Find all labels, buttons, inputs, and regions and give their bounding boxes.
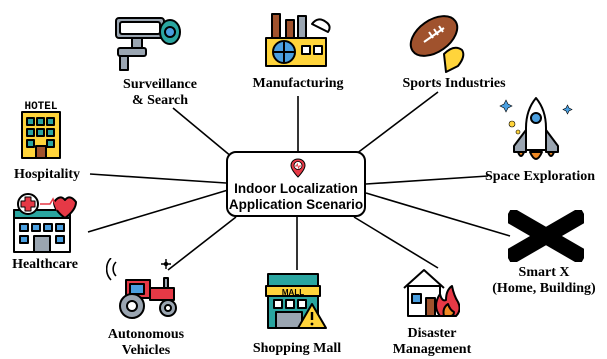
connector-disaster [353, 216, 439, 269]
connector-smartx [365, 192, 511, 237]
connector-space [365, 175, 489, 185]
label-manufacturing: Manufacturing [252, 76, 344, 91]
label-autonomous: Autonomous Vehicles [98, 327, 194, 359]
hotel-icon: HOTEL [21, 101, 61, 159]
connector-hospitality [89, 173, 227, 184]
shopping-mall-icon: MALL [265, 273, 327, 329]
hotel-sign: HOTEL [24, 101, 57, 113]
mall-sign: MALL [282, 288, 304, 297]
burning-house-icon [403, 269, 460, 317]
center-node: Indoor Localization Application Scenario [226, 151, 366, 217]
label-healthcare: Healthcare [12, 257, 78, 272]
label-smartx: Smart X (Home, Building) [484, 265, 604, 297]
label-surveillance-line1: Surveillance [123, 77, 197, 92]
label-smartx-line1: Smart X [518, 265, 570, 280]
label-autonomous-line2: Vehicles [121, 343, 171, 358]
label-hospitality: Hospitality [13, 167, 81, 182]
connector-surveillance [172, 107, 233, 158]
label-smartx-line2: (Home, Building) [492, 281, 596, 296]
center-title: Indoor Localization Application Scenario [228, 181, 364, 213]
football-icon [409, 15, 465, 73]
label-disaster-line2: Management [392, 342, 472, 357]
label-sports: Sports Industries [402, 76, 506, 91]
location-pin-icon [290, 158, 306, 178]
label-disaster-line1: Disaster [407, 326, 457, 341]
label-shopping: Shopping Mall [252, 341, 342, 356]
label-disaster: Disaster Management [380, 326, 484, 358]
label-space: Space Exploration [484, 169, 596, 184]
connector-autonomous [167, 216, 237, 271]
connector-sports [355, 91, 439, 155]
factory-icon [265, 13, 331, 67]
cctv-camera-icon [115, 17, 181, 71]
connector-healthcare [87, 189, 229, 233]
hospital-icon [13, 193, 77, 253]
tractor-icon [106, 258, 177, 319]
center-title-line1: Indoor Localization [234, 181, 358, 196]
x-mark-icon [508, 210, 584, 262]
label-surveillance: Surveillance & Search [118, 77, 202, 109]
label-autonomous-line1: Autonomous [107, 327, 185, 342]
center-title-line2: Application Scenario [228, 197, 364, 212]
space-shuttle-icon [499, 97, 573, 160]
label-surveillance-line2: & Search [131, 93, 189, 108]
